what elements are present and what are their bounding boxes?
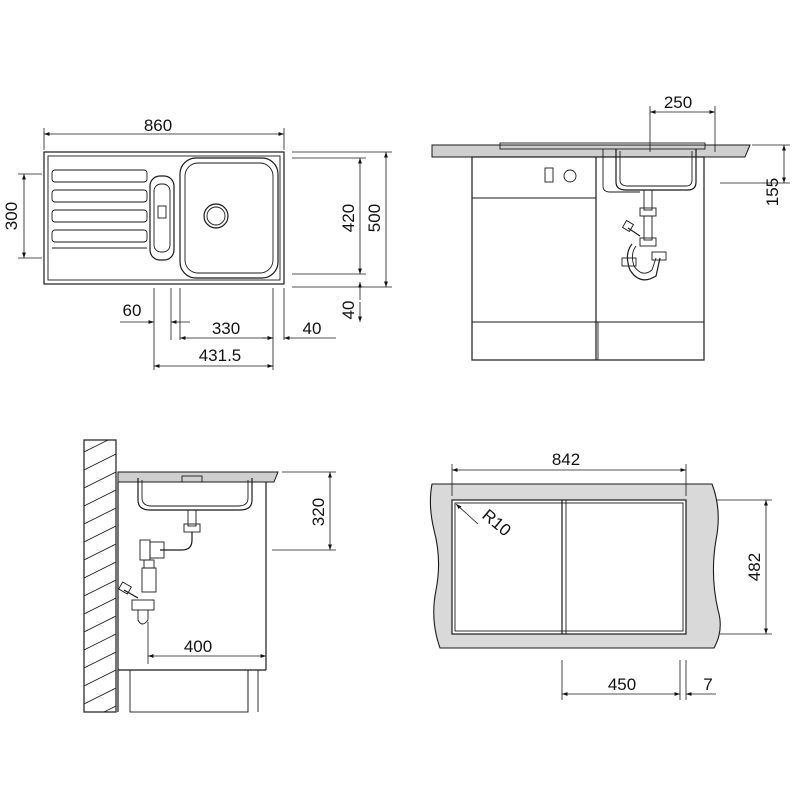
section-view: 320 400	[83, 439, 336, 713]
dim-842: 842	[552, 450, 580, 469]
dim-300: 300	[2, 202, 21, 230]
dim-320: 320	[309, 498, 328, 526]
dim-155: 155	[763, 178, 782, 206]
side-view: 250 155	[431, 93, 790, 361]
cutout-opening	[451, 499, 687, 635]
dim-40: 40	[303, 319, 322, 338]
dim-450: 450	[608, 675, 636, 694]
top-view: 860 300 420 500 40 60 330	[2, 116, 392, 370]
drainboard-grooves	[51, 169, 148, 249]
dim-860: 860	[144, 116, 172, 135]
cutout-view: R10 842 482 450 7	[429, 450, 772, 700]
dim-420: 420	[339, 204, 358, 232]
overflow-slot	[149, 175, 175, 261]
section-siphon	[118, 509, 201, 625]
sink-outline	[43, 151, 285, 285]
dim-482: 482	[745, 553, 764, 581]
dim-431-5: 431.5	[199, 346, 242, 365]
dim-330: 330	[212, 319, 240, 338]
dim-500: 500	[365, 204, 384, 232]
dim-250: 250	[664, 93, 692, 112]
drain-hole	[203, 203, 229, 229]
bowl-profile	[615, 149, 697, 191]
cabinet	[471, 156, 705, 361]
dim-400: 400	[184, 637, 212, 656]
dim-7: 7	[703, 675, 712, 694]
section-countertop	[117, 471, 279, 483]
wall	[83, 439, 117, 713]
dim-40-vertical: 40	[339, 301, 358, 320]
countertop	[431, 144, 751, 158]
dim-60: 60	[123, 301, 142, 320]
section-bowl	[137, 478, 253, 511]
siphon-trap	[621, 189, 667, 281]
bowl-outline	[179, 157, 279, 279]
